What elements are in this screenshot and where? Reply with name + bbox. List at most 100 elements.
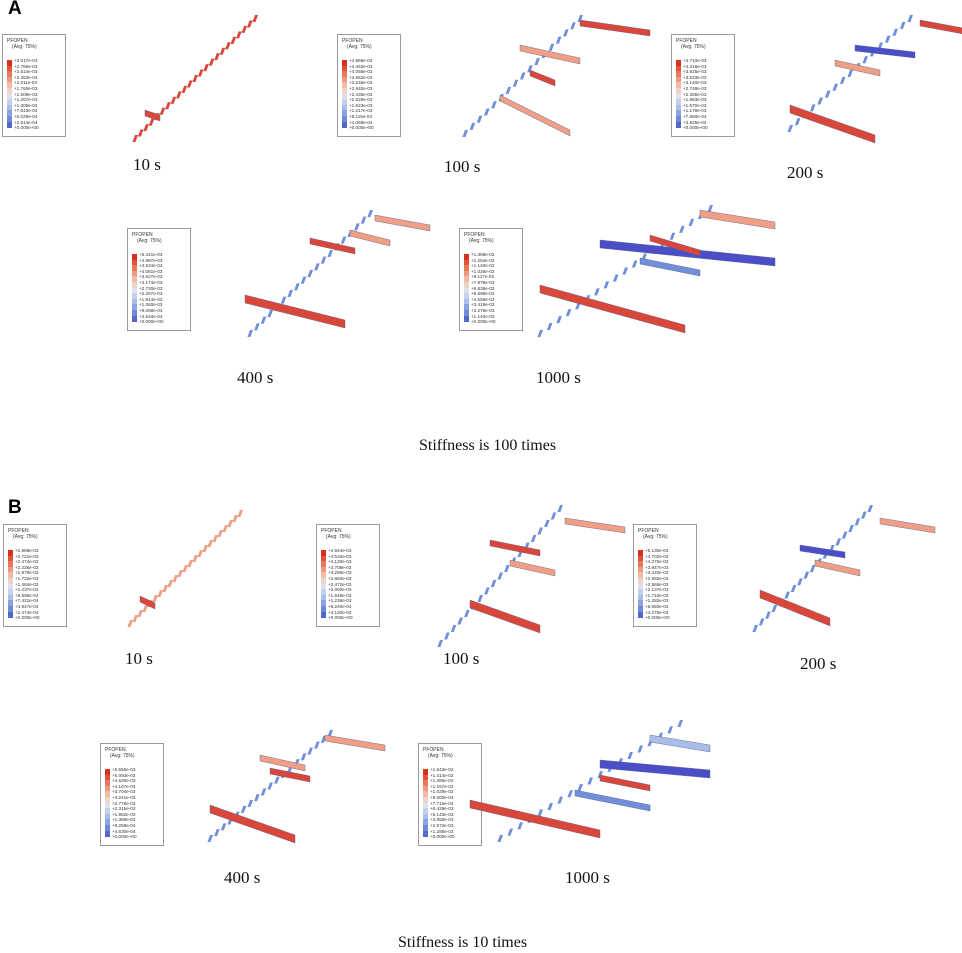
legend-value: +2.720e-03 (139, 285, 163, 291)
legend-swatch (8, 583, 13, 590)
legend-value: +0.000e+00 (15, 615, 40, 621)
legend-value: +1.760e-03 (14, 86, 38, 91)
legend-value: +2.279e-03 (471, 308, 495, 313)
legend-value: +0.000e+00 (139, 319, 164, 325)
legend-value: +2.474e-04 (15, 609, 39, 615)
legend-value: +1.710e-03 (645, 592, 669, 598)
fracture-tick (490, 580, 497, 587)
legend-swatch (638, 555, 643, 562)
legend-a-100s: PFOPEN(Avg: 75%)+4.869e-03+4.463e-03+4.0… (337, 34, 401, 137)
time-label-a-100s: 100 s (444, 157, 481, 176)
fracture-tick (176, 91, 182, 99)
legend-swatch (342, 104, 347, 111)
legend-value: +1.389e-03 (112, 817, 136, 823)
legend-value: +8.240e-04 (328, 604, 352, 609)
legend-swatch (8, 555, 13, 562)
legend-swatch (321, 583, 326, 590)
legend-value: +3.847e-03 (645, 564, 669, 570)
fracture-tick (477, 595, 483, 602)
fracture-tick (327, 250, 333, 257)
legend-value: +4.869e-03 (349, 58, 373, 63)
legend-swatch (8, 578, 13, 584)
fracture-tick (575, 302, 581, 310)
legend-value: +4.463e-03 (349, 63, 373, 69)
legend-swatch (464, 304, 469, 311)
legend-value: +7.978e-03 (471, 280, 495, 285)
fracture-tick (660, 239, 666, 247)
legend-swatch (464, 310, 469, 316)
legend-value: +1.237e-03 (15, 587, 39, 593)
fracture-tick (594, 288, 600, 296)
legend-swatch (7, 88, 12, 94)
legend-swatch (8, 611, 13, 618)
legend-swatch (676, 104, 681, 111)
fracture-segment (144, 109, 161, 122)
fracture-tick (444, 632, 450, 640)
panel-label-b: B (8, 497, 22, 518)
fracture-tick (254, 794, 260, 802)
fracture-segment (789, 104, 876, 144)
fracture-tick (758, 618, 765, 626)
legend-swatch (342, 121, 347, 128)
fracture-tick (557, 796, 563, 804)
legend-value: +4.710e-03 (683, 58, 707, 63)
legend-swatch (464, 287, 469, 294)
legend-swatch (464, 259, 469, 266)
legend-swatch (638, 561, 643, 568)
legend-swatch (423, 774, 428, 781)
fracture-tick (208, 58, 215, 66)
legend-swatch (105, 808, 110, 815)
fracture-tick (470, 602, 477, 610)
legend-swatch (676, 99, 681, 106)
legend-title: PFOPEN (676, 38, 697, 44)
legend-value: +2.137e-03 (645, 587, 669, 593)
legend-swatch (423, 791, 428, 798)
legend-swatch (342, 116, 347, 122)
legend-value: +9.895e-04 (15, 592, 39, 598)
fracture-segment (539, 284, 686, 334)
fracture-segment (244, 294, 346, 329)
legend-swatch (105, 785, 110, 792)
legend-avg: (Avg: 75%) (13, 534, 38, 540)
legend-value: +2.884e-03 (328, 576, 352, 581)
fracture-tick (327, 730, 333, 737)
legend-swatch (638, 583, 643, 590)
legend-value: +3.708e-03 (328, 564, 352, 570)
fracture-tick (177, 570, 183, 577)
legend-title: PFOPEN (7, 38, 28, 44)
fracture-tick (294, 283, 300, 291)
legend-value: +1.360e-03 (139, 302, 163, 308)
legend-swatch (7, 110, 12, 117)
fracture-tick (854, 518, 861, 526)
legend-value: +4.167e-03 (112, 783, 136, 789)
fracture-tick (202, 545, 208, 552)
fracture-segment (519, 44, 581, 65)
legend-value: +1.852e-03 (112, 811, 136, 817)
caption-panel-a: Stiffness is 100 times (419, 437, 557, 454)
legend-a-10s: PFOPEN(Avg: 75%)+3.017e-03+2.766e-03+2.5… (2, 34, 66, 137)
fracture-tick (254, 323, 260, 331)
legend-value: +5.143e-03 (430, 811, 454, 817)
legend-swatch (676, 65, 681, 72)
legend-swatch (8, 566, 13, 573)
legend-b-100s: PFOPEN(Avg: 75%)+4.944e-03+4.532e-03+4.1… (316, 524, 380, 627)
fracture-tick (437, 640, 443, 647)
fracture-tick (544, 520, 550, 527)
time-label-b-200s: 200 s (800, 654, 837, 673)
fracture-tick (884, 35, 891, 43)
legend-value: +3.925e-03 (683, 69, 707, 75)
legend-swatch (342, 110, 347, 117)
legend-swatch (342, 76, 347, 83)
legend-swatch (7, 71, 12, 78)
fracture-tick (803, 571, 810, 579)
fracture-tick (170, 96, 177, 104)
legend-value: +6.429e-03 (430, 806, 454, 812)
legend-b-1000s: PFOPEN(Avg: 75%)+1.543e-02+1.414e-02+1.2… (418, 743, 482, 846)
legend-a-200s: PFOPEN(Avg: 75%)+4.710e-03+4.318e-03+3.9… (671, 34, 735, 137)
fracture-tick (854, 63, 861, 71)
legend-avg: (Avg: 75%) (643, 534, 668, 540)
legend-swatch (321, 606, 326, 612)
legend-value: +1.217e-03 (349, 108, 373, 114)
fracture-segment (599, 774, 651, 792)
legend-swatch (321, 600, 326, 607)
